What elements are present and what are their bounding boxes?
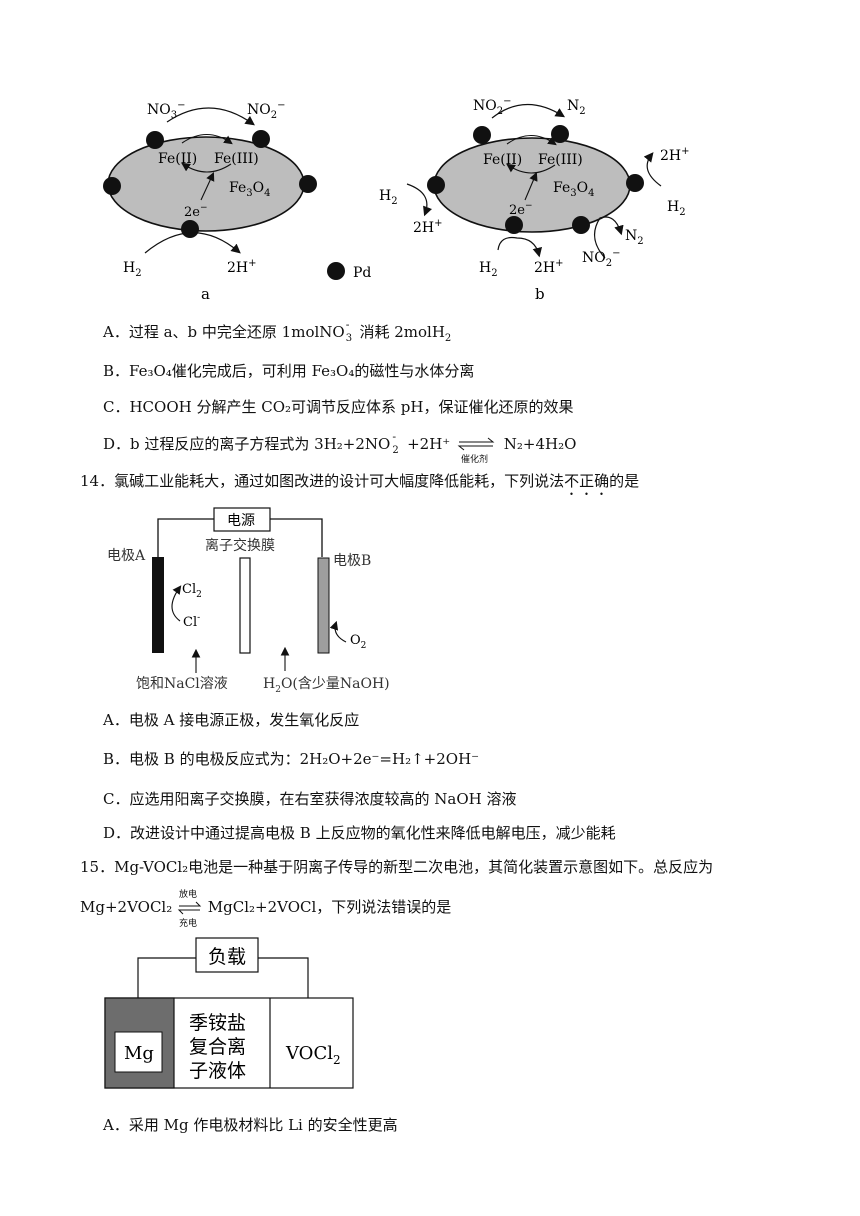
- b-low-n2-label: N2: [625, 228, 644, 247]
- b-right-proton-label: 2H+: [660, 146, 690, 164]
- b-n2-label: N2: [567, 98, 586, 117]
- a-nitrite-label: NO2−: [247, 100, 286, 121]
- b-bottom-proton-label: 2H+: [534, 258, 564, 276]
- q13-option-a: A．过程 a、b 中完全还原 1molNO-3 消耗 2molH2: [103, 318, 452, 344]
- a-h2-label: H2: [123, 260, 142, 279]
- pd-dot: [473, 126, 491, 144]
- b-nitrite-label: NO2−: [473, 96, 512, 117]
- a-caption: a: [201, 285, 210, 303]
- chlor-alkali-figure: 电源 离子交换膜 电极A 电极B Cl2 Cl- O2 饱和NaCl溶液 H2O…: [107, 507, 390, 695]
- b-caption: b: [535, 285, 545, 303]
- pd-dot: [146, 131, 164, 149]
- vocl2-label: VOCl2: [285, 1043, 341, 1067]
- right-solution-label: H2O(含少量NaOH): [263, 676, 390, 695]
- electrolyte-line2: 复合离: [189, 1036, 246, 1058]
- mg-label: Mg: [124, 1043, 154, 1064]
- electrode-a: [152, 557, 164, 653]
- electrode-b-label: 电极B: [333, 553, 371, 569]
- q13-option-b: B．Fe₃O₄催化完成后，可利用 Fe₃O₄的磁性与水体分离: [103, 362, 475, 380]
- pd-dot: [181, 220, 199, 238]
- diagram-a: NO3− NO2− Fe(II) Fe(III) Fe3O4 2e− H2 2H…: [103, 100, 317, 303]
- b-fe2-label: Fe(II): [483, 152, 522, 168]
- electrolyte-line1: 季铵盐: [189, 1012, 246, 1034]
- b-fe3-label: Fe(III): [538, 152, 583, 168]
- discharge-charge-arrow: 放电 充电: [177, 890, 203, 929]
- b-right-h2-label: H2: [667, 199, 686, 218]
- mg-vocl2-battery-figure: 负载 Mg 季铵盐 复合离 子液体 VOCl2: [104, 937, 354, 1089]
- q14-option-b: B．电极 B 的电极反应式为：2H₂O+2e⁻=H₂↑+2OH⁻: [103, 750, 480, 768]
- o2-label: O2: [350, 633, 366, 651]
- q14-option-c: C．应选用阳离子交换膜，在右室获得浓度较高的 NaOH 溶液: [103, 790, 517, 808]
- b-left-proton-label: 2H+: [413, 218, 443, 236]
- q13-option-d: D．b 过程反应的离子方程式为 3H₂+2NO-2 +2H⁺ 催化剂 N₂+4H…: [103, 430, 577, 465]
- q13-option-c: C．HCOOH 分解产生 CO₂可调节反应体系 pH，保证催化还原的效果: [103, 398, 574, 416]
- pd-dot: [299, 175, 317, 193]
- pd-dot: [427, 176, 445, 194]
- pd-dot: [626, 174, 644, 192]
- diagram-b: NO2− N2 Fe(II) Fe(III) Fe3O4 2e− H2 2H+ …: [379, 96, 690, 303]
- b-low-nitrite-label: NO2−: [582, 248, 621, 269]
- load-label: 负载: [208, 946, 246, 968]
- left-solution-label: 饱和NaCl溶液: [136, 676, 228, 692]
- power-supply-box: [213, 507, 271, 532]
- q14-stem: 14．氯碱工业能耗大，通过如图改进的设计可大幅度降低能耗，下列说法不正确的是: [80, 472, 640, 490]
- a-fe2-label: Fe(II): [158, 151, 197, 167]
- fe3o4-particle-a: [107, 136, 305, 232]
- mg-label-box: [114, 1031, 163, 1073]
- catalysis-figure: NO3− NO2− Fe(II) Fe(III) Fe3O4 2e− H2 2H…: [103, 96, 690, 303]
- q14-option-a: A．电极 A 接电源正极，发生氧化反应: [103, 711, 360, 729]
- power-supply-label: 电源: [227, 513, 255, 529]
- pd-legend-dot: [327, 262, 345, 280]
- a-fe3o4-label: Fe3O4: [229, 180, 270, 199]
- pd-legend-label: Pd: [353, 265, 371, 281]
- a-proton-label: 2H+: [227, 258, 257, 276]
- a-fe3-label: Fe(III): [214, 151, 259, 167]
- electrolyte-line3: 子液体: [189, 1060, 246, 1082]
- cl2-label: Cl2: [182, 582, 202, 600]
- b-bottom-h2-label: H2: [479, 260, 498, 279]
- ion-exchange-membrane: [239, 557, 251, 654]
- q14-option-d: D．改进设计中通过提高电极 B 上反应物的氧化性来降低电解电压，减少能耗: [103, 824, 616, 842]
- catalyst-equilibrium-arrow: 催化剂: [455, 437, 499, 465]
- pd-dot: [252, 130, 270, 148]
- q15-equation: Mg+2VOCl₂ 放电 充电 MgCl₂+2VOCl，下列说法错误的是: [80, 890, 452, 929]
- q15-stem: 15．Mg-VOCl₂电池是一种基于阴离子传导的新型二次电池，其简化装置示意图如…: [80, 858, 714, 876]
- b-fe3o4-label: Fe3O4: [553, 180, 594, 199]
- membrane-label: 离子交换膜: [205, 537, 275, 554]
- pd-dot: [551, 125, 569, 143]
- pd-dot: [505, 216, 523, 234]
- b-left-h2-label: H2: [379, 188, 398, 207]
- pd-dot: [572, 216, 590, 234]
- electrode-b: [317, 557, 330, 654]
- electrode-a-label: 电极A: [107, 548, 146, 564]
- chloride-label: Cl-: [183, 613, 200, 630]
- load-box: [195, 937, 259, 973]
- pd-dot: [103, 177, 121, 195]
- q15-option-a: A．采用 Mg 作电极材料比 Li 的安全性更高: [103, 1116, 398, 1134]
- a-nitrate-label: NO3−: [147, 100, 186, 121]
